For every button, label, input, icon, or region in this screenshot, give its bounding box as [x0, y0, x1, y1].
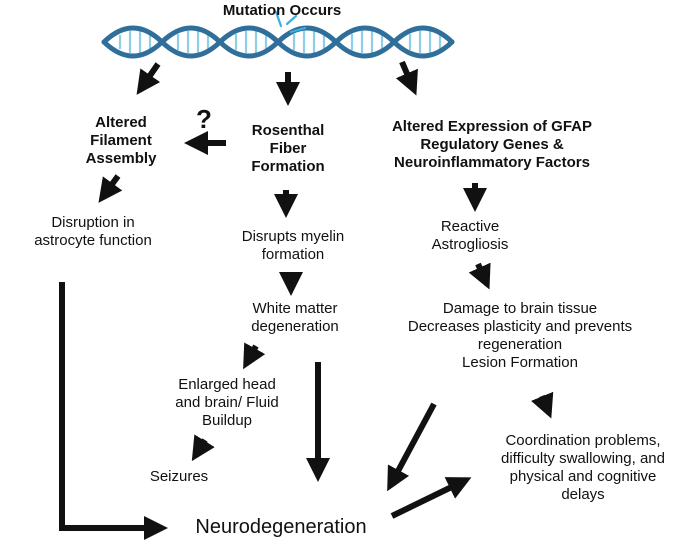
node-text-line: White matter: [252, 300, 338, 317]
node-text-line: Enlarged head: [178, 376, 276, 393]
node-disrupts-myelin: Disrupts myelin formation: [214, 228, 372, 264]
node-text-line: Fiber: [269, 140, 307, 157]
node-text-line: Astrogliosis: [431, 236, 509, 253]
node-text-line: Neuroinflammatory Factors: [394, 154, 590, 171]
diagram-title: Mutation Occurs: [222, 2, 342, 19]
node-astrocyte-disruption: Disruption in astrocyte function: [8, 214, 178, 250]
node-text-line: Filament: [90, 132, 152, 149]
arrow-neurodegeneration-to-coordination: [390, 477, 472, 519]
node-text-line: Rosenthal: [251, 122, 325, 139]
mutation-spark-icon: [274, 10, 307, 34]
node-text-line: Coordination problems,: [505, 432, 661, 449]
node-neurodegeneration: Neurodegeneration: [195, 516, 367, 538]
node-text-line: difficulty swallowing, and: [501, 450, 665, 467]
node-altered-gfap-expression: Altered Expression of GFAP Regulatory Ge…: [362, 118, 622, 172]
node-text-line: Assembly: [85, 150, 157, 167]
node-text-line: delays: [561, 486, 605, 503]
node-text-line: physical and cognitive: [509, 468, 657, 485]
node-reactive-astrogliosis: Reactive Astrogliosis: [410, 218, 530, 254]
node-text-line: Reactive: [440, 218, 500, 235]
unknown-link-marker: ?: [196, 104, 212, 134]
node-text-line: astrocyte function: [34, 232, 152, 249]
arrow-disruption-to-neurodegeneration: [59, 282, 168, 540]
node-brain-tissue-damage: Damage to brain tissue Decreases plastic…: [385, 300, 655, 372]
node-text-line: degeneration: [251, 318, 339, 335]
node-text-line: formation: [261, 246, 325, 263]
node-text-line: Regulatory Genes &: [420, 136, 564, 153]
node-text-line: and brain/ Fluid: [175, 394, 279, 411]
node-text-line: regeneration: [477, 336, 563, 353]
arrow-filament-to-disruption: [98, 174, 123, 203]
node-coordination-problems: Coordination problems, difficulty swallo…: [478, 432, 685, 504]
node-enlarged-head: Enlarged head and brain/ Fluid Buildup: [160, 376, 294, 430]
node-seizures: Seizures: [149, 468, 209, 485]
node-text-line: Damage to brain tissue: [442, 300, 598, 317]
node-text-line: Decreases plasticity and prevents: [407, 318, 633, 335]
arrow-astrogliosis-to-damage: [468, 262, 491, 290]
arrow-enlarged-to-seizures: [191, 434, 215, 462]
node-text-line: Disruption in: [51, 214, 135, 231]
arrow-damage-to-neurodegeneration: [387, 402, 437, 492]
node-altered-filament-assembly: Altered Filament Assembly: [66, 114, 176, 168]
node-text-line: Disrupts myelin: [241, 228, 345, 245]
node-white-matter-degeneration: White matter degeneration: [232, 300, 358, 336]
node-text-line: Lesion Formation: [462, 354, 578, 371]
node-text-line: Buildup: [201, 412, 253, 429]
arrow-damage-to-coordination: [531, 391, 554, 419]
node-text-line: Altered: [95, 114, 147, 131]
node-text-line: Formation: [251, 158, 325, 175]
node-text-line: Altered Expression of GFAP: [391, 118, 593, 135]
arrow-dna-to-gfap: [395, 60, 418, 96]
arrow-dna-to-filament: [136, 62, 161, 95]
node-rosenthal-fiber-formation: Rosenthal Fiber Formation: [228, 122, 348, 176]
arrow-whitematter-to-enlarged: [243, 342, 266, 370]
dna-helix-icon: [101, 25, 455, 59]
